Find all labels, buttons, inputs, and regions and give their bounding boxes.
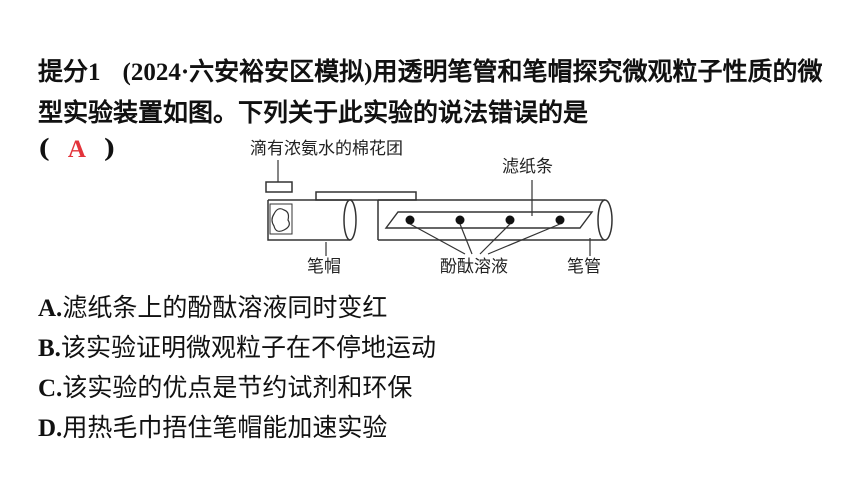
cotton-ball	[269, 203, 293, 235]
answer-paren-open: (	[38, 134, 50, 163]
filter-paper	[384, 211, 594, 229]
option-b: B.该实验证明微观粒子在不停地运动	[38, 328, 436, 368]
label-tube: 笔管	[567, 257, 601, 277]
pen-cap	[265, 181, 417, 241]
experiment-figure: 滴有浓氨水的棉花团 滤纸条	[240, 132, 640, 282]
option-d: D.用热毛巾捂住笔帽能加速实验	[38, 408, 436, 448]
option-a: A.滤纸条上的酚酞溶液同时变红	[38, 288, 436, 328]
option-text: 该实验证明微观粒子在不停地运动	[60, 333, 436, 362]
option-c: C.该实验的优点是节约试剂和环保	[38, 368, 436, 408]
question-text: 用透明笔管和笔帽探究微观粒子性质的微型实验装置如图。下列关于此实验的说法错误的是	[38, 57, 823, 127]
label-cotton: 滴有浓氨水的棉花团	[250, 139, 403, 159]
answer-value: A	[67, 136, 86, 163]
label-cap: 笔帽	[307, 257, 341, 277]
option-text: 该实验的优点是节约试剂和环保	[62, 373, 413, 402]
phenol-dot	[505, 215, 515, 225]
answer-paren-close: )	[103, 134, 116, 163]
question-tag: 提分1	[38, 59, 101, 86]
answer-line: ( A)	[38, 134, 116, 164]
phenol-dot	[555, 215, 565, 225]
option-letter: B.	[38, 335, 61, 362]
option-text: 滤纸条上的酚酞溶液同时变红	[62, 293, 388, 322]
phenol-dot	[405, 215, 415, 225]
option-letter: D.	[38, 415, 63, 442]
option-text: 用热毛巾捂住笔帽能加速实验	[62, 413, 388, 442]
label-filter: 滤纸条	[502, 157, 553, 177]
option-letter: A.	[38, 295, 63, 322]
phenol-dot	[455, 215, 465, 225]
experiment-diagram: 滴有浓氨水的棉花团 滤纸条	[250, 139, 613, 277]
pen-tube	[377, 199, 613, 241]
leader-phenol	[409, 223, 561, 255]
question-source: (2024·六安裕安区模拟)	[122, 59, 373, 86]
option-letter: C.	[38, 375, 63, 402]
label-phenol: 酚酞溶液	[440, 257, 508, 277]
question-stem: 提分1 (2024·六安裕安区模拟)用透明笔管和笔帽探究微观粒子性质的微型实验装置…	[38, 52, 838, 133]
options-list: A.滤纸条上的酚酞溶液同时变红 B.该实验证明微观粒子在不停地运动 C.该实验的…	[38, 288, 436, 448]
